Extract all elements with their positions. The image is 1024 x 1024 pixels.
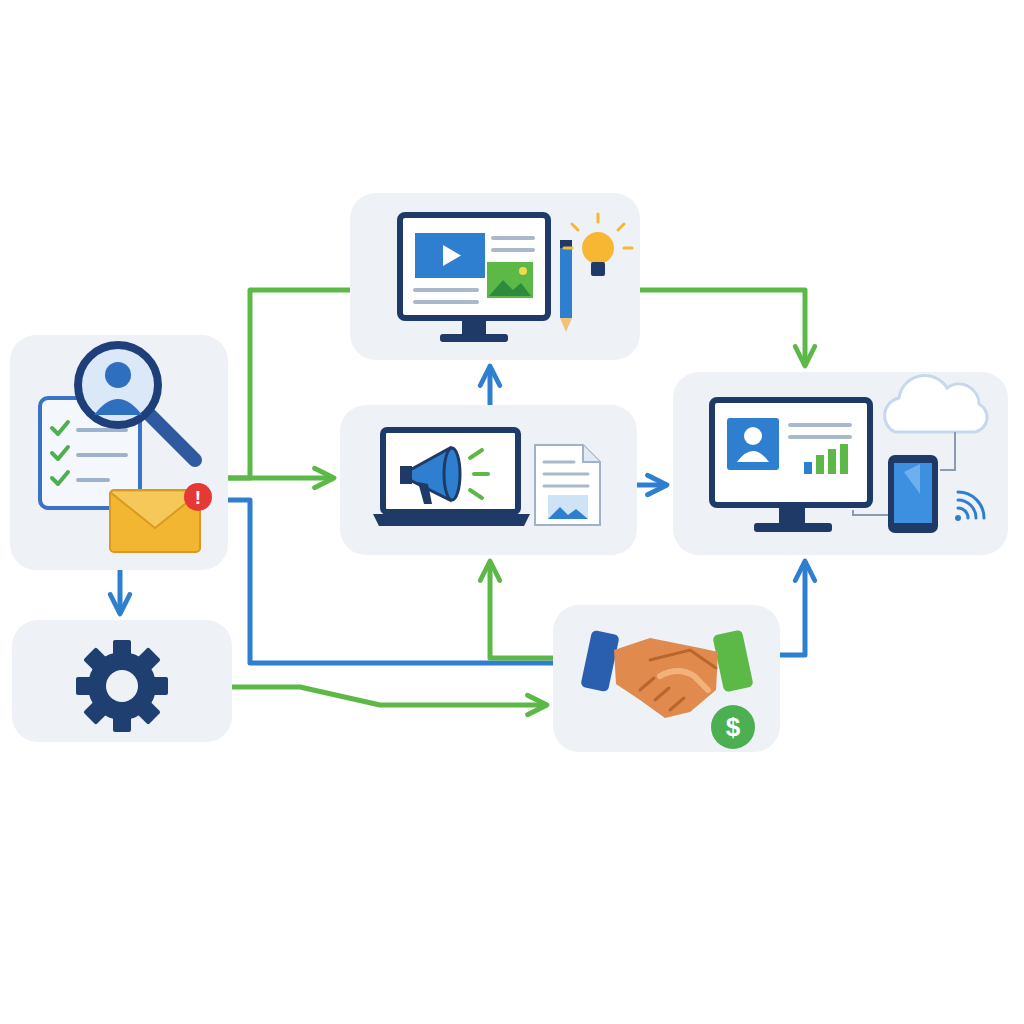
icon-panel xyxy=(10,335,228,570)
icon-panel xyxy=(340,405,637,555)
document-icon xyxy=(535,445,600,525)
phone-icon xyxy=(888,455,938,533)
gear-icon xyxy=(76,640,168,732)
flow-connector xyxy=(490,561,553,658)
dashboard-icon xyxy=(712,400,870,532)
icon-panel xyxy=(673,372,1008,555)
icon-panel xyxy=(553,605,780,752)
flow-connector xyxy=(640,290,805,366)
handshake-icon xyxy=(580,630,755,749)
magnifier-icon xyxy=(78,345,195,460)
laptop-icon xyxy=(373,430,530,526)
checklist-icon xyxy=(40,398,140,508)
lightbulb-icon xyxy=(564,214,632,276)
flow-connector xyxy=(118,570,123,614)
monitor-icon xyxy=(400,215,548,342)
flow-connector xyxy=(488,366,493,405)
envelope-icon xyxy=(110,483,212,552)
cloud-icon xyxy=(853,375,987,515)
pencil-icon xyxy=(560,240,572,332)
flow-connector xyxy=(637,483,667,488)
flow-connector xyxy=(232,687,547,705)
icon-panel xyxy=(350,193,640,360)
flow-connector xyxy=(228,290,350,478)
wifi-icon xyxy=(955,492,984,521)
icon-panel xyxy=(12,620,232,742)
flow-connector xyxy=(780,561,805,655)
